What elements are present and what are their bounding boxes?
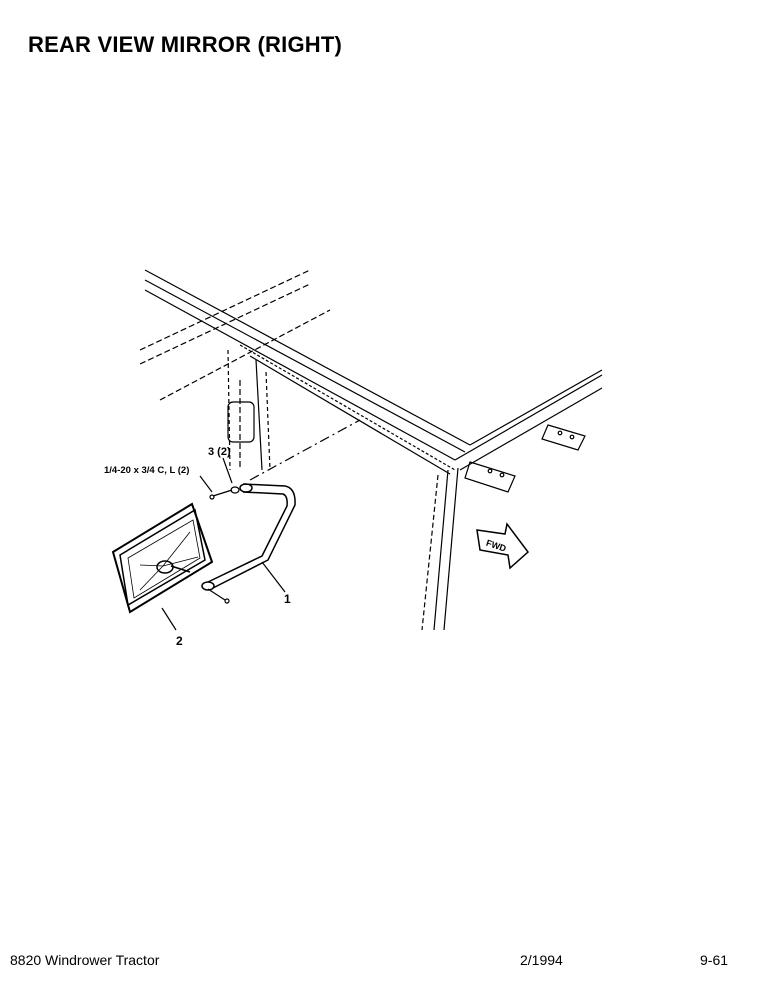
mirror-bracket <box>201 483 296 591</box>
mounting-tab-side <box>541 424 586 451</box>
bolt-spec-label: 1/4-20 x 3/4 C, L (2) <box>104 465 189 476</box>
mounting-tab-front <box>464 461 516 493</box>
callout-1: 1 <box>284 592 291 606</box>
leader-callout-bolt <box>199 475 213 493</box>
bolt-upper <box>209 489 233 500</box>
cab-frame-rear <box>139 269 331 470</box>
callout-3: 3 (2) <box>208 446 231 458</box>
rear-post <box>227 349 271 471</box>
page-title: REAR VIEW MIRROR (RIGHT) <box>28 32 343 57</box>
mirror <box>111 502 214 614</box>
leader-callout-2 <box>161 607 177 631</box>
roof-rail-right <box>454 369 603 471</box>
washer <box>230 486 240 494</box>
forward-arrow-icon <box>476 522 530 570</box>
footer-date: 2/1994 <box>520 952 563 968</box>
roof-beam <box>144 269 471 475</box>
leader-callout-1 <box>261 561 286 593</box>
footer-model: 8820 Windrower Tractor <box>10 952 160 968</box>
callout-2: 2 <box>176 634 183 648</box>
leader-callout-3 <box>222 457 233 484</box>
cab-corner-post <box>421 467 459 631</box>
footer-page-number: 9-61 <box>700 952 729 968</box>
mounting-leader-line <box>249 419 361 481</box>
bolt-lower <box>207 588 230 604</box>
